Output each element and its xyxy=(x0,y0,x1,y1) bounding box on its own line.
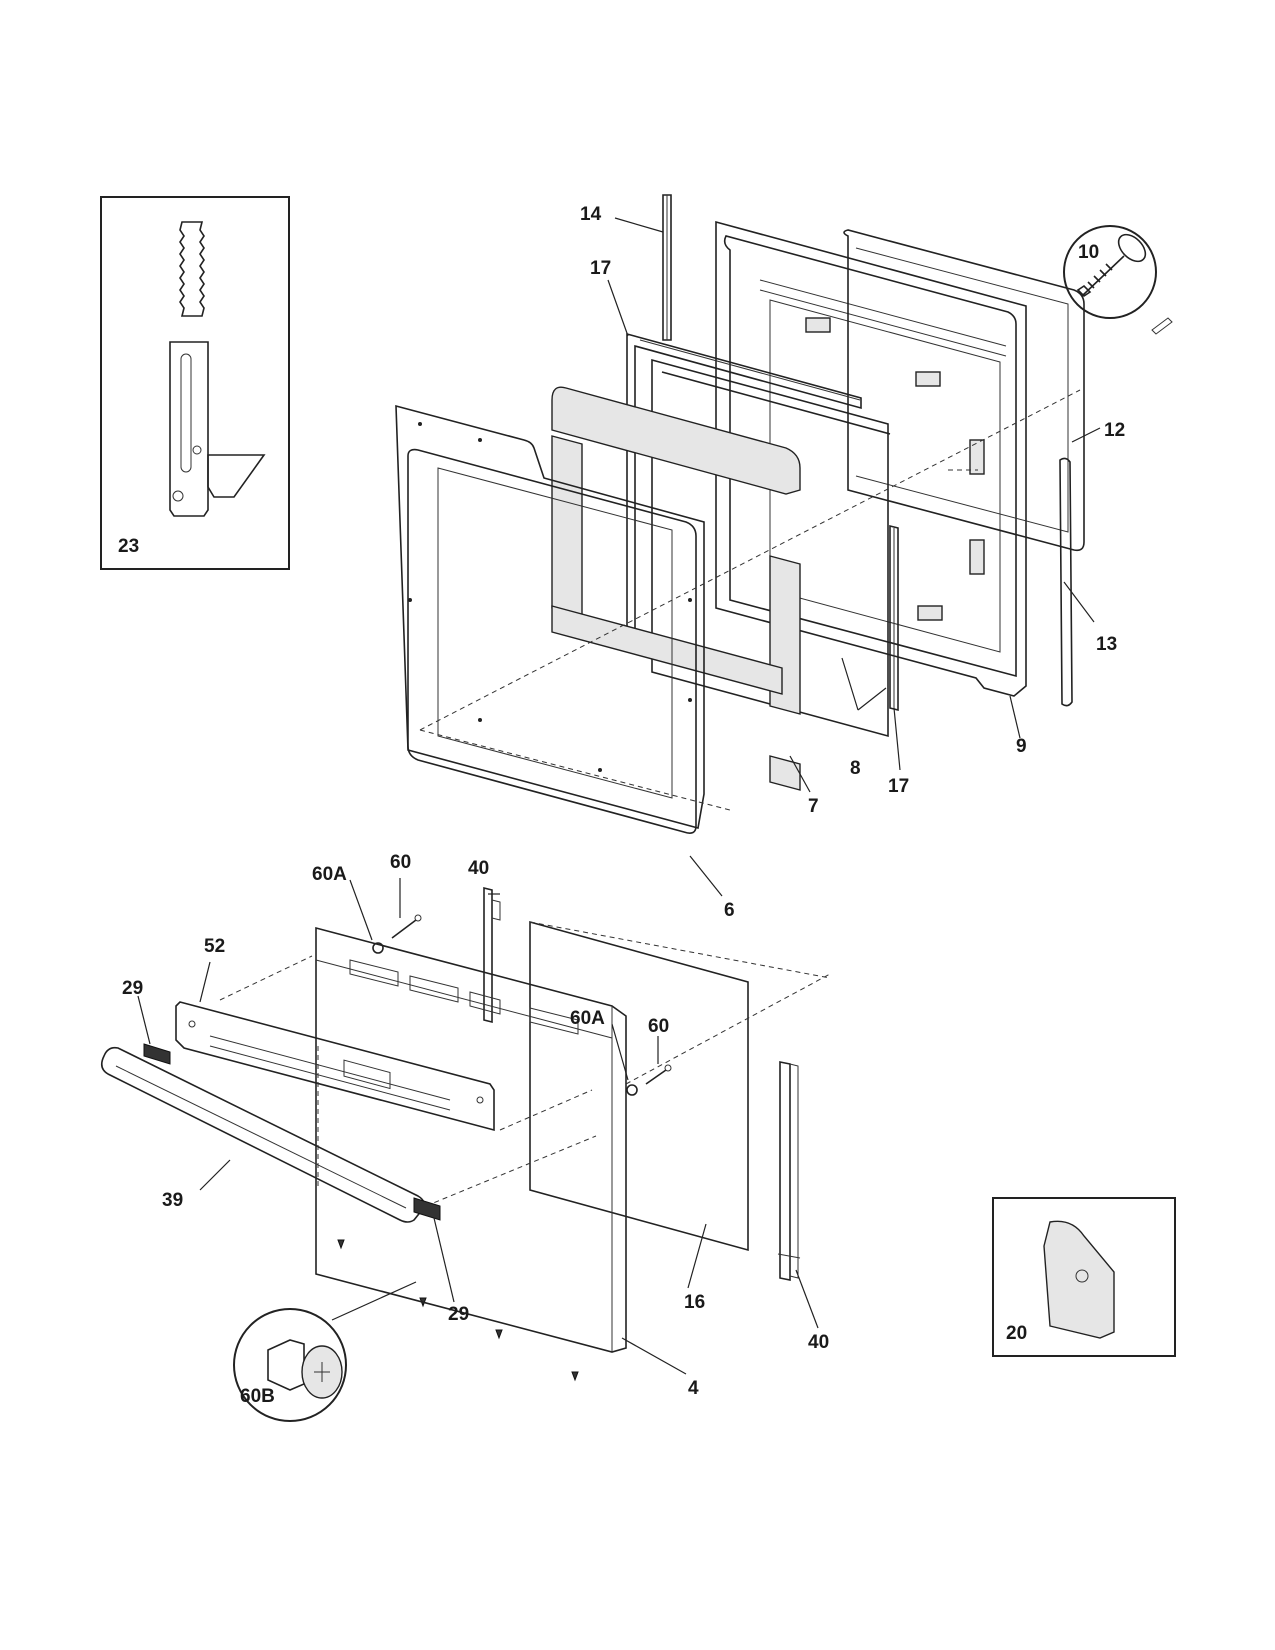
part-17-channel-upper xyxy=(626,332,862,648)
part-17-channel-lower xyxy=(889,524,899,712)
inset-screw-10: 10 xyxy=(1063,225,1173,335)
leader-lines xyxy=(137,217,1101,1375)
callout-17-lower: 17 xyxy=(888,776,909,797)
part-29-badge-left xyxy=(143,1043,171,1065)
callout-40-left: 40 xyxy=(468,858,489,879)
part-12-gasket xyxy=(843,229,1085,552)
part-6-frame xyxy=(395,404,705,834)
part-40-bracket-left xyxy=(483,886,501,1024)
part-60A-washer-lower xyxy=(626,1084,638,1096)
callout-13: 13 xyxy=(1096,634,1117,655)
callout-9: 9 xyxy=(1016,736,1027,757)
callout-12: 12 xyxy=(1104,420,1125,441)
part-39-handle xyxy=(100,1046,426,1223)
assembly-lines-upper xyxy=(419,389,1081,811)
part-9-liner xyxy=(715,220,1027,697)
inset-bracket-20: 20 xyxy=(992,1197,1176,1357)
part-60A-washer-upper xyxy=(372,942,384,954)
callout-4: 4 xyxy=(688,1378,699,1399)
callout-60B: 60B xyxy=(240,1386,275,1407)
part-13-gasket xyxy=(1059,457,1073,707)
part-8-glass xyxy=(651,358,891,738)
callout-10: 10 xyxy=(1078,242,1099,263)
assembly-lines-lower xyxy=(219,921,831,1207)
inset-hinge-23: 23 xyxy=(100,196,290,570)
callout-labels: 14 17 12 13 9 8 17 7 6 40 60 60A 52 29 6… xyxy=(122,204,1125,1399)
callout-6: 6 xyxy=(724,900,735,921)
callout-7: 7 xyxy=(808,796,819,817)
callout-16: 16 xyxy=(684,1292,705,1313)
part-60-screw-upper xyxy=(391,914,422,939)
callout-8: 8 xyxy=(850,758,861,779)
part-52-trim xyxy=(175,1001,495,1132)
part-7-insulation xyxy=(551,386,801,791)
callout-39: 39 xyxy=(162,1190,183,1211)
callout-29-right: 29 xyxy=(448,1304,469,1325)
callout-23: 23 xyxy=(118,536,139,557)
callout-20: 20 xyxy=(1006,1323,1027,1344)
part-60B-screws xyxy=(337,1239,579,1382)
callout-29-left: 29 xyxy=(122,978,143,999)
callout-60-upper: 60 xyxy=(390,852,411,873)
callout-60-lower: 60 xyxy=(648,1016,669,1037)
part-14-strip xyxy=(662,194,672,341)
part-16-panel xyxy=(529,920,749,1252)
inset-screw-60B: 60B xyxy=(233,1281,427,1422)
part-60-screw-lower xyxy=(645,1064,672,1085)
callout-17-upper: 17 xyxy=(590,258,611,279)
callout-52: 52 xyxy=(204,936,225,957)
callout-14: 14 xyxy=(580,204,602,225)
part-29-badge-right xyxy=(413,1197,441,1221)
callout-60A-lower: 60A xyxy=(570,1008,605,1029)
part-4-door-panel xyxy=(315,926,627,1353)
callout-60A-upper: 60A xyxy=(312,864,347,885)
part-40-bracket-right xyxy=(777,1061,801,1281)
callout-40-right: 40 xyxy=(808,1332,829,1353)
